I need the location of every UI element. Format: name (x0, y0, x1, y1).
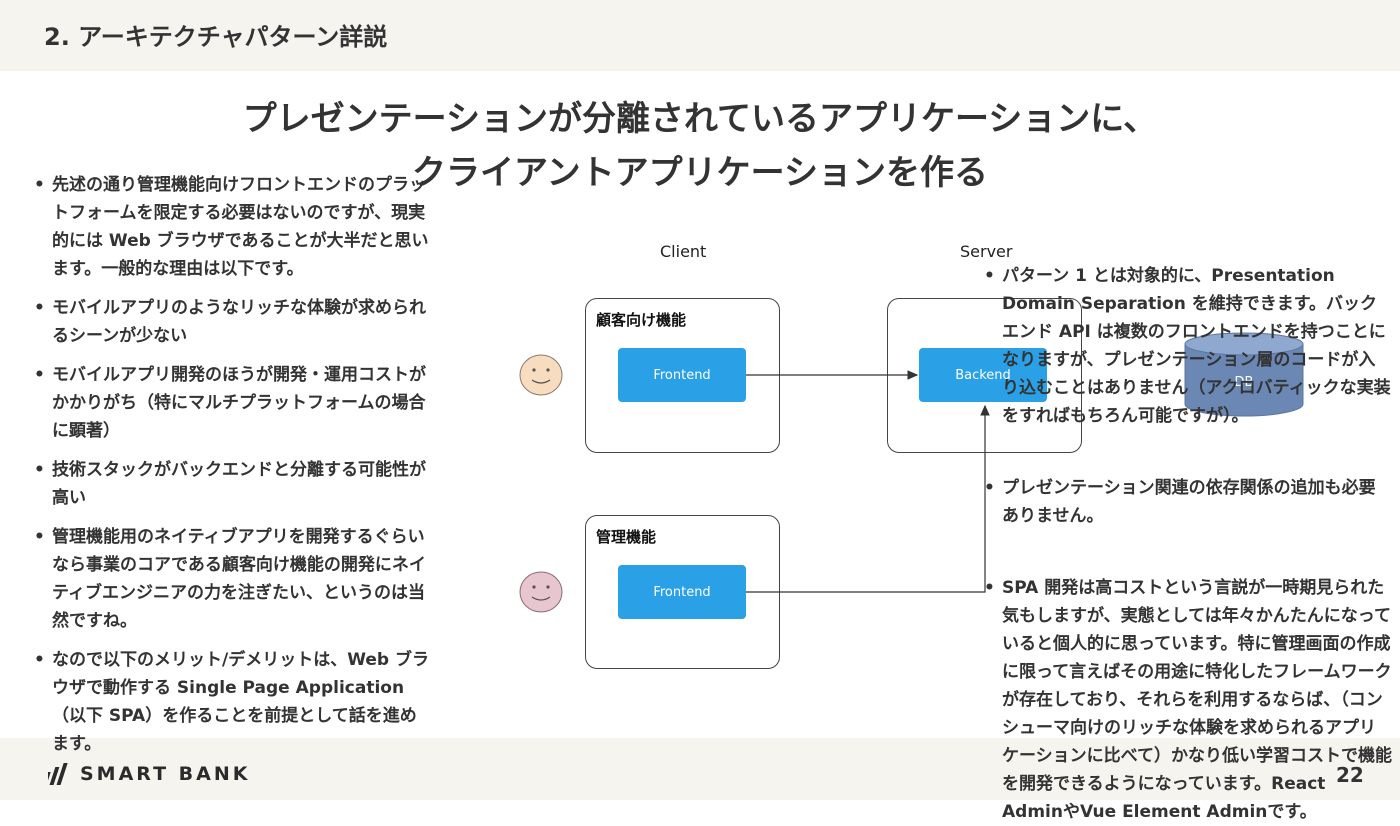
slide-title-line-2: クライアントアプリケーションを作る (412, 153, 988, 193)
left-bullet-item: 技術スタックがバックエンドと分離する可能性が高い (30, 456, 430, 512)
right-bullet-list: パターン 1 とは対象的に、Presentation Domain Separa… (980, 262, 1392, 826)
customer-user-face-icon (519, 354, 563, 396)
left-bullet-item: モバイルアプリのようなリッチな体験が求められるシーンが少ない (30, 294, 430, 350)
customer-frontend-component: Frontend (618, 348, 746, 402)
customer-feature-title: 顧客向け機能 (596, 311, 687, 329)
section-title: 2. アーキテクチャパターン詳説 (44, 23, 388, 51)
page-number: 22 (1336, 763, 1364, 787)
left-bullet-item: 管理機能用のネイティブアプリを開発するぐらいなら事業のコアである顧客向け機能の開… (30, 523, 430, 635)
left-bullet-item: モバイルアプリ開発のほうが開発・運用コストがかかりがち（特にマルチプラットフォー… (30, 361, 430, 445)
right-bullet-item: プレゼンテーション関連の依存関係の追加も必要ありません。 (980, 474, 1392, 530)
company-logo: SMART BANK (48, 762, 250, 786)
admin-user-face-icon (519, 571, 563, 613)
client-column-label: Client (660, 242, 707, 261)
right-bullet-item: SPA 開発は高コストという言説が一時期見られた気もしますが、実態としては年々か… (980, 574, 1392, 826)
slide-title: プレゼンテーションが分離されているアプリケーションに、 クライアントアプリケーシ… (140, 92, 1260, 200)
left-bullet-item: 先述の通り管理機能向けフロントエンドのプラットフォームを限定する必要はないのです… (30, 171, 430, 283)
server-column-label: Server (960, 242, 1013, 261)
right-bullet-item: パターン 1 とは対象的に、Presentation Domain Separa… (980, 262, 1392, 430)
logo-text: SMART BANK (80, 763, 251, 785)
left-bullet-list: 先述の通り管理機能向けフロントエンドのプラットフォームを限定する必要はないのです… (30, 171, 430, 769)
header-bar (0, 0, 1400, 71)
admin-frontend-component: Frontend (618, 565, 746, 619)
left-bullet-item: なので以下のメリット/デメリットは、Web ブラウザで動作する Single P… (30, 646, 430, 758)
admin-feature-title: 管理機能 (596, 528, 657, 546)
smart-bank-logo-icon (48, 763, 68, 785)
slide-title-line-1: プレゼンテーションが分離されているアプリケーションに、 (242, 99, 1158, 139)
